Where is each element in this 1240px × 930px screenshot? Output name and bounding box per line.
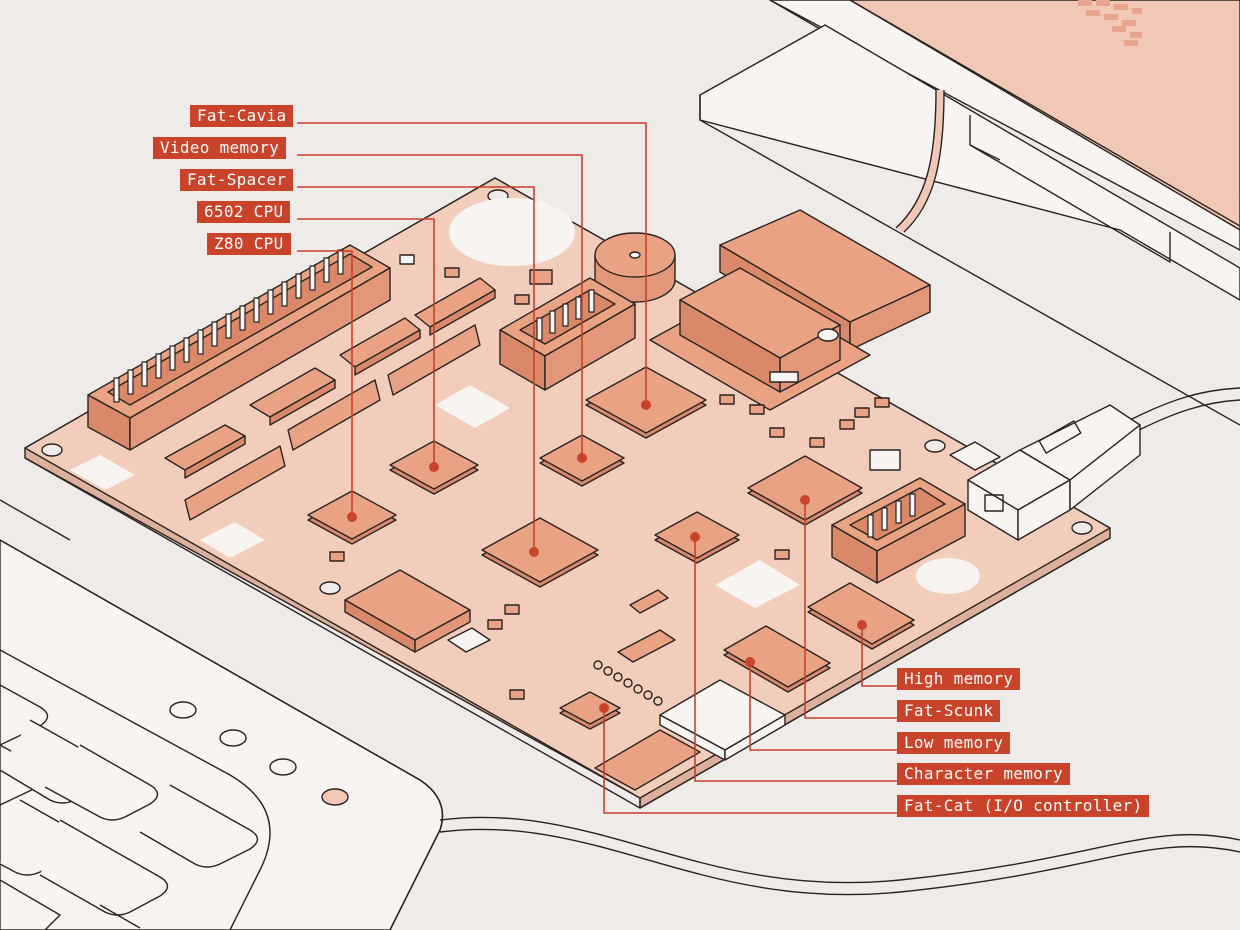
chip-high-memory [807,582,915,650]
label-fat-cat: Fat-Cat (I/O controller) [897,795,1150,817]
chip-fat-spacer [481,517,599,588]
label-high-memory: High memory [897,668,1021,690]
pin-row [593,660,663,706]
label-z80-cpu: Z80 CPU [207,233,291,255]
label-character-memory: Character memory [897,763,1070,785]
sd-card-icon [659,679,786,761]
label-video-memory: Video memory [153,137,287,159]
chip-fat-cat [559,691,621,730]
label-fat-scunk: Fat-Scunk [897,700,1001,722]
right-header [831,477,966,584]
label-6502-cpu: 6502 CPU [197,201,291,223]
vga-connector-icon [649,209,931,411]
keyboard-icon [0,499,444,930]
label-low-memory: Low memory [897,732,1011,754]
monitor-icon [699,0,1240,426]
usb-cable-icon [949,404,1141,541]
passives [329,254,901,700]
label-fat-spacer: Fat-Spacer [180,169,294,191]
leader-lines [297,122,897,814]
chip-low-memory [723,625,831,693]
label-fat-cavia: Fat-Cavia [190,105,294,127]
header-connector [87,244,391,451]
misc-parts [344,569,701,791]
chip-fat-scunk [747,455,863,526]
buzzer-icon [594,232,676,303]
callout-dots [347,400,867,713]
